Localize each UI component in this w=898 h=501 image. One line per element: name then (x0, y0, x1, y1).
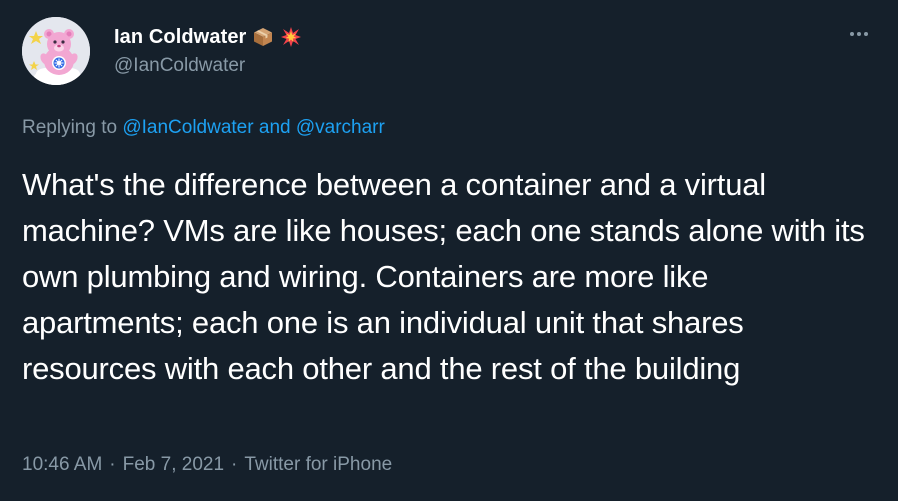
meta-separator: · (231, 454, 238, 475)
display-name[interactable]: Ian Coldwater (114, 25, 247, 48)
ellipsis-icon (857, 32, 861, 36)
tweet-meta: 10:46 AM · Feb 7, 2021 · Twitter for iPh… (22, 454, 392, 476)
tweet-text: What's the difference between a containe… (22, 167, 865, 386)
collision-icon (280, 26, 302, 48)
tweet-date[interactable]: Feb 7, 2021 (122, 454, 225, 475)
meta-separator: · (109, 454, 116, 475)
ellipsis-icon (850, 32, 854, 36)
package-icon (252, 26, 274, 48)
author-handle[interactable]: @IanColdwater (114, 55, 246, 76)
reply-mention-user2[interactable]: @varcharr (295, 117, 385, 138)
reply-mention-user1[interactable]: @IanColdwater (122, 117, 254, 138)
tweet-time[interactable]: 10:46 AM (22, 454, 103, 475)
avatar[interactable] (22, 17, 90, 85)
tweet-source[interactable]: Twitter for iPhone (244, 454, 393, 475)
reply-context: Replying to @IanColdwater and @varcharr (22, 117, 385, 139)
more-options-button[interactable] (842, 22, 876, 46)
reply-mention-conjunction[interactable]: and (258, 117, 291, 138)
ellipsis-icon (864, 32, 868, 36)
reply-prefix: Replying to (22, 117, 118, 138)
author-name-row: Ian Coldwater (114, 24, 302, 50)
